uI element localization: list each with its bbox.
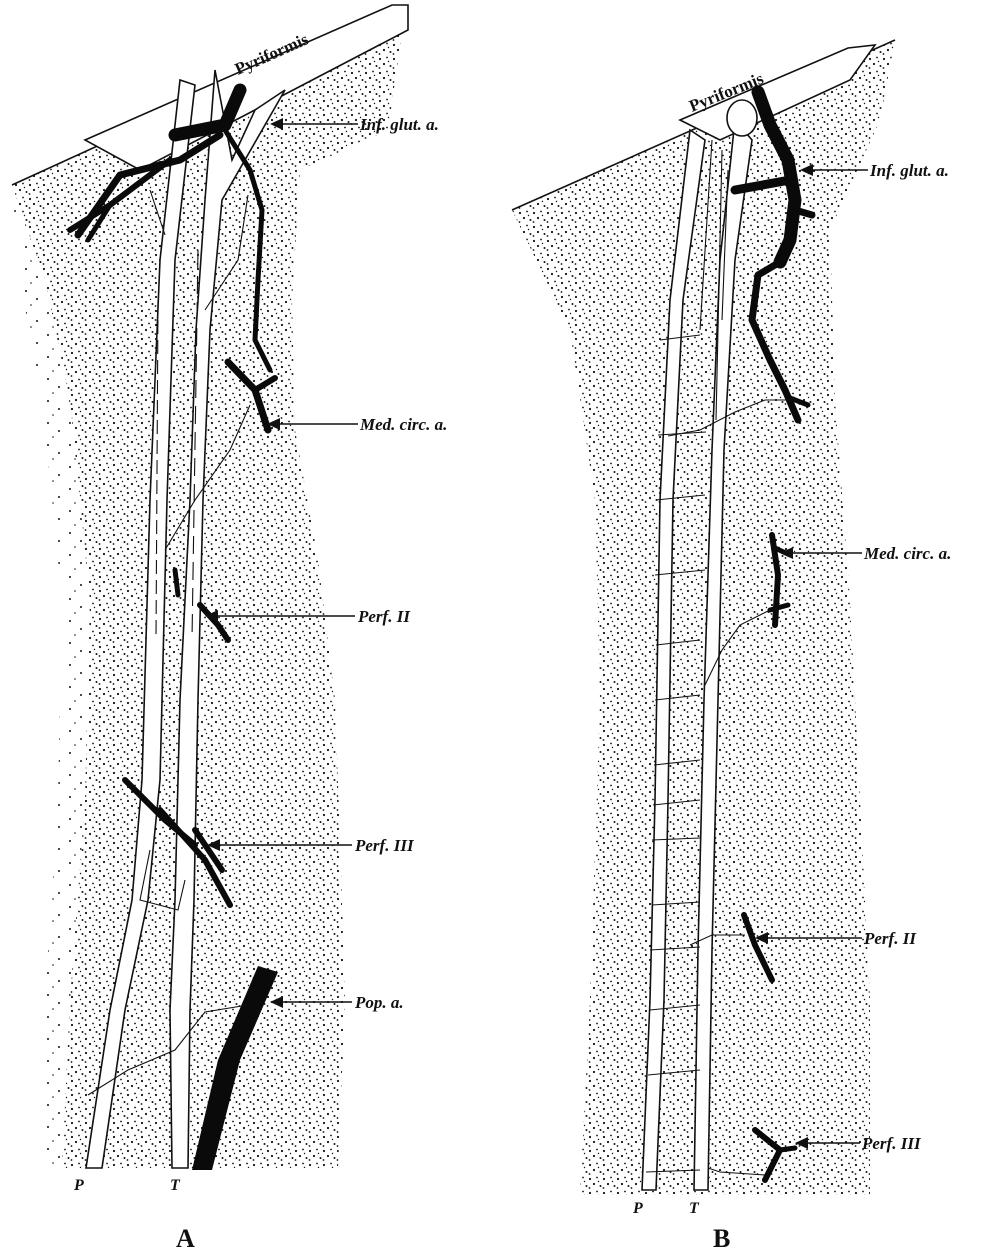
panel-b-label-p: P <box>632 1200 643 1217</box>
svg-text:Perf. II: Perf. II <box>863 929 917 948</box>
svg-text:Inf. glut. a.: Inf. glut. a. <box>869 161 949 180</box>
svg-text:Pop. a.: Pop. a. <box>354 993 404 1012</box>
svg-text:Perf. III: Perf. III <box>354 836 415 855</box>
panel-a-letter: A <box>176 1224 195 1253</box>
panel-a-label-t: T <box>170 1177 181 1194</box>
svg-text:Med. circ. a.: Med. circ. a. <box>863 544 951 563</box>
panel-a-label-p: P <box>73 1177 84 1194</box>
svg-text:Med. circ. a.: Med. circ. a. <box>359 415 447 434</box>
panel-b-label-t: T <box>689 1200 700 1217</box>
panel-b-letter: B <box>713 1224 730 1253</box>
svg-text:Perf. II: Perf. II <box>357 607 411 626</box>
panel-b: Pyriformis <box>512 40 951 1253</box>
svg-text:Perf. III: Perf. III <box>861 1134 922 1153</box>
svg-text:Inf. glut. a.: Inf. glut. a. <box>359 115 439 134</box>
panel-a: Pyriformis <box>12 5 447 1253</box>
